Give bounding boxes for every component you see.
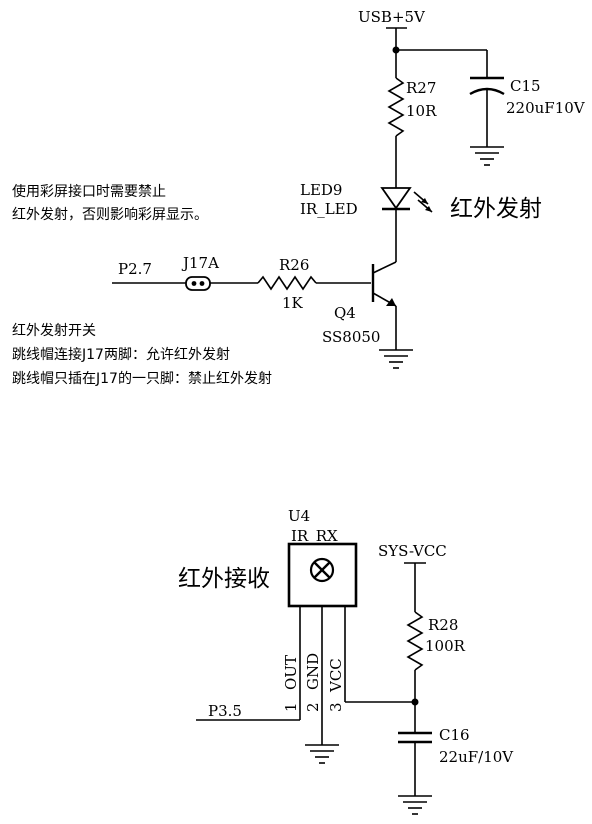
ground-symbol-u4	[305, 744, 339, 764]
p27-net-label: P2.7	[118, 260, 152, 278]
lcd-note-line-1: 使用彩屏接口时需要禁止	[12, 183, 166, 200]
r27-value: 10R	[406, 102, 437, 120]
lcd-note-line-2: 红外发射，否则影响彩屏显示。	[12, 207, 208, 223]
u4-pin2-num: 2	[304, 702, 322, 712]
u4-ir-receiver-body	[287, 542, 358, 608]
q4-npn-transistor	[371, 261, 397, 307]
p35-net-label: P3.5	[208, 702, 242, 720]
r28-value: 100R	[425, 637, 466, 655]
u4-pin3-num: 3	[327, 702, 345, 712]
ground-symbol-c15	[470, 146, 504, 166]
q4-ref: Q4	[334, 304, 356, 322]
r26-resistor	[257, 275, 317, 291]
ir-transmitter-circuit: USB+5V R27 10R C15 220uF10V	[12, 8, 586, 387]
q4-value: SS8050	[322, 328, 380, 346]
u4-value: IR_RX	[291, 527, 338, 545]
switch-note-title: 红外发射开关	[12, 323, 96, 339]
c16-ref: C16	[439, 726, 470, 744]
j17a-jumper	[185, 276, 211, 291]
usb-5v-label: USB+5V	[358, 8, 426, 26]
r26-ref: R26	[279, 256, 309, 274]
u4-pin1-num: 1	[282, 702, 300, 712]
ir-receiver-circuit: U4 IR_RX 红外接收 OUT GND VCC 1 2 3 P3.5	[178, 507, 514, 815]
ground-symbol-q4	[379, 349, 413, 369]
led9-ir-led	[380, 187, 433, 213]
switch-note-line-2: 跳线帽只插在J17的一只脚：禁止红外发射	[12, 371, 272, 387]
ir-sensor-icon	[309, 557, 335, 583]
ir-receive-label: 红外接收	[178, 566, 270, 592]
j17a-ref: J17A	[181, 254, 219, 272]
r26-value: 1K	[282, 294, 304, 312]
u4-pin3-name: VCC	[327, 658, 345, 693]
sys-vcc-label: SYS-VCC	[378, 542, 447, 560]
u4-pin2-name: GND	[304, 653, 322, 690]
r28-ref: R28	[428, 616, 458, 634]
r27-resistor	[387, 77, 405, 137]
switch-note-line-1: 跳线帽连接J17两脚：允许红外发射	[12, 346, 230, 363]
led9-value: IR_LED	[300, 200, 358, 218]
led9-ref: LED9	[300, 181, 342, 199]
c15-ref: C15	[510, 77, 541, 95]
r27-ref: R27	[406, 79, 436, 97]
ir-emit-label: 红外发射	[450, 196, 542, 222]
ground-symbol-c16	[398, 795, 432, 815]
c15-value: 220uF10V	[506, 99, 586, 117]
u4-ref: U4	[288, 507, 310, 525]
c16-value: 22uF/10V	[439, 748, 514, 766]
u4-pin1-name: OUT	[282, 655, 300, 690]
r28-resistor	[406, 611, 424, 671]
